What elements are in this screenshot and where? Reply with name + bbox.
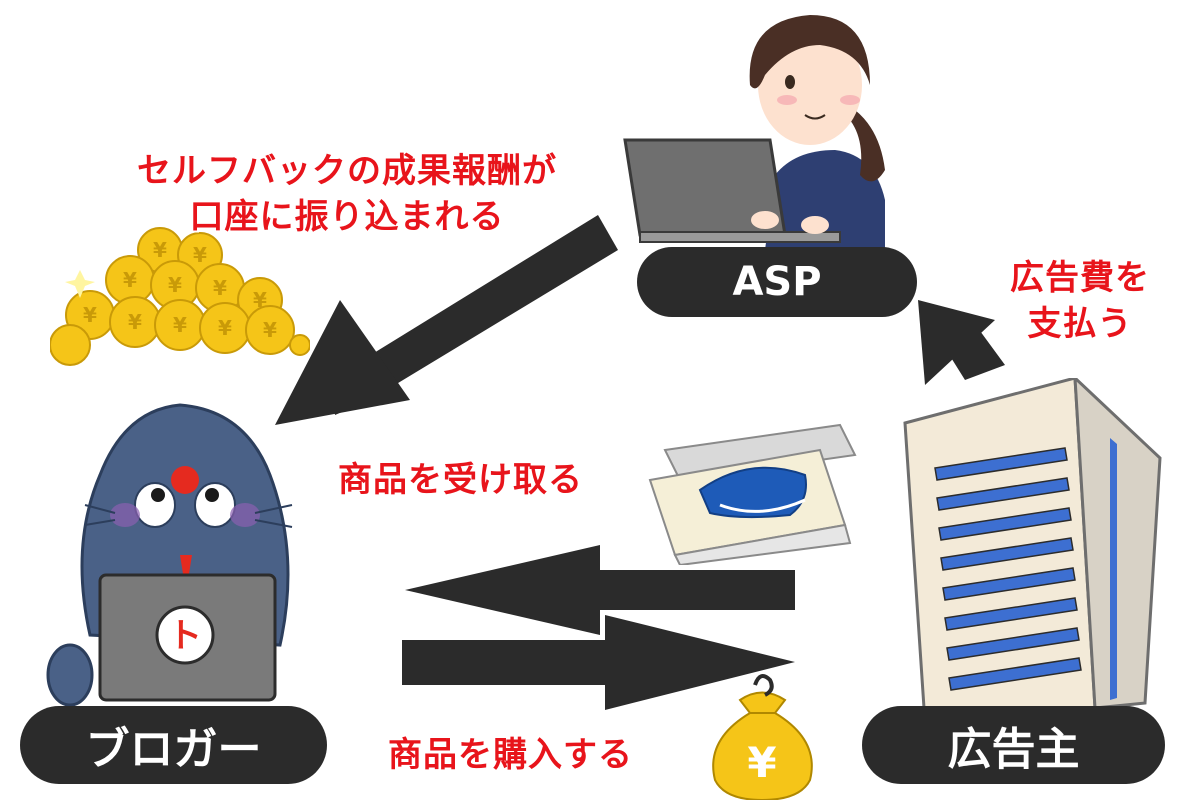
seal-mascot-at-laptop-icon: ト: [46, 403, 293, 707]
arrow-receive-left: [405, 545, 795, 635]
label-receive-text: 商品を受け取る: [338, 460, 583, 500]
node-asp-label: ASP: [732, 259, 822, 305]
yen-money-bag-icon: ¥: [712, 674, 813, 800]
label-receive: 商品を受け取る: [338, 452, 583, 501]
node-asp: ASP: [637, 247, 917, 317]
office-building-icon: [903, 378, 1162, 723]
svg-text:¥: ¥: [168, 273, 182, 297]
svg-text:ト: ト: [168, 616, 202, 656]
label-pay: 広告費を 支払う: [990, 255, 1170, 347]
label-pay-line1: 広告費を: [1010, 258, 1150, 298]
arrow-purchase-right: [402, 615, 795, 710]
svg-text:¥: ¥: [218, 316, 232, 340]
label-selfback-line1: セルフバックの成果報酬が: [137, 151, 557, 191]
svg-text:¥: ¥: [747, 738, 776, 787]
node-advertiser-label: 広告主: [947, 724, 1080, 775]
svg-text:¥: ¥: [128, 310, 142, 334]
label-selfback-line2: 口座に振り込まれる: [189, 197, 505, 237]
svg-text:¥: ¥: [253, 288, 267, 312]
arrow-advertiser-to-asp: [918, 300, 1005, 385]
node-blogger: ブロガー: [20, 706, 327, 784]
node-advertiser: 広告主: [862, 706, 1165, 784]
yen-coin-pile-icon: ¥¥¥ ¥¥¥ ¥¥¥ ¥¥: [50, 227, 310, 366]
woman-at-laptop-icon: [623, 15, 885, 250]
svg-text:¥: ¥: [213, 276, 227, 300]
label-selfback: セルフバックの成果報酬が 口座に振り込まれる: [92, 148, 602, 240]
shoe-box-icon: [648, 423, 857, 565]
label-pay-line2: 支払う: [1027, 304, 1133, 344]
svg-text:¥: ¥: [153, 238, 167, 262]
label-purchase-text: 商品を購入する: [388, 735, 633, 775]
svg-text:¥: ¥: [193, 243, 207, 267]
svg-text:¥: ¥: [123, 268, 137, 292]
label-purchase: 商品を購入する: [388, 727, 633, 776]
svg-text:¥: ¥: [83, 303, 97, 327]
arrow-asp-to-blogger: [275, 215, 618, 425]
node-blogger-label: ブロガー: [85, 724, 262, 775]
svg-text:¥: ¥: [263, 318, 277, 342]
svg-text:¥: ¥: [173, 313, 187, 337]
